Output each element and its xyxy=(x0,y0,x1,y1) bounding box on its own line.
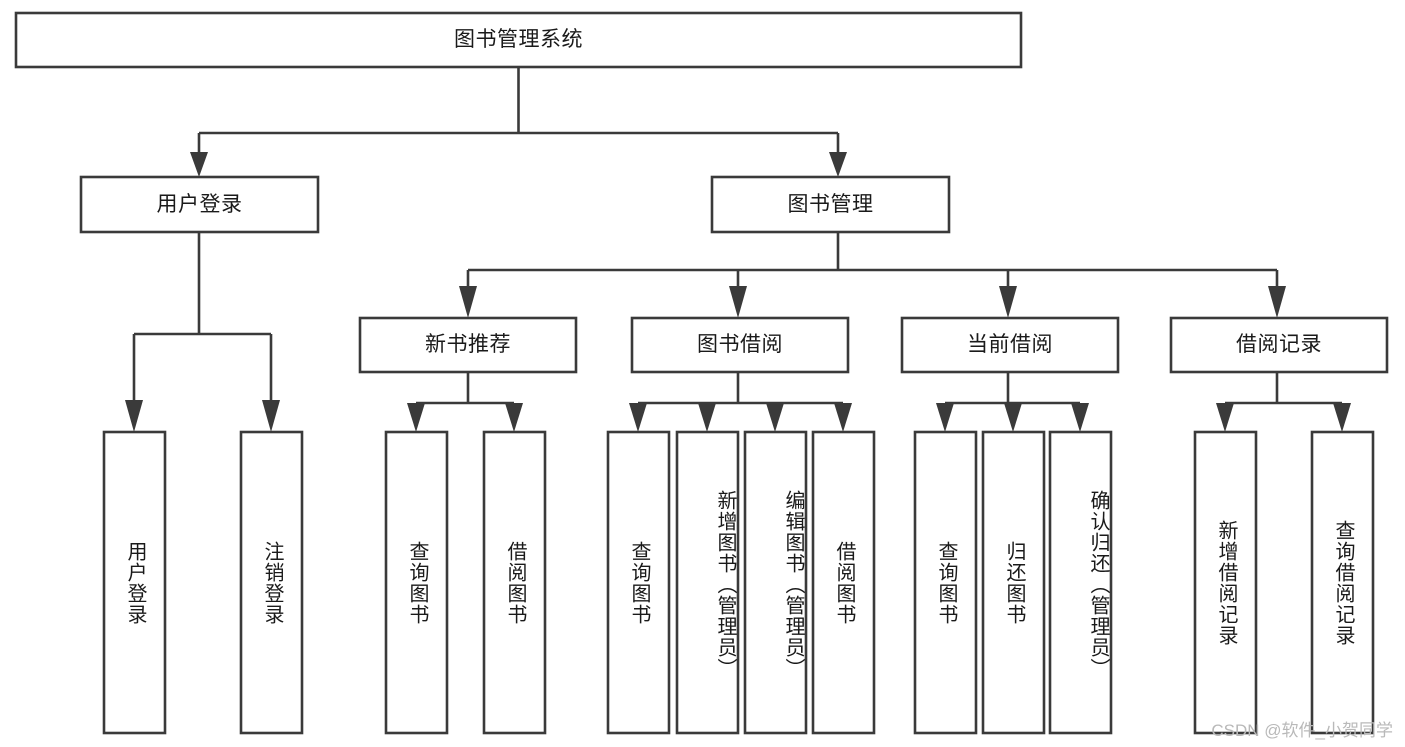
node-box-borrow-record[interactable] xyxy=(1169,316,1389,374)
node-box-leaf-query-book-3[interactable] xyxy=(913,430,978,735)
connector-layer xyxy=(125,67,1351,432)
node-box-leaf-borrow-book-2[interactable] xyxy=(811,430,876,735)
node-box-root[interactable] xyxy=(14,11,1023,69)
node-box-leaf-user-login[interactable] xyxy=(102,430,167,735)
node-box-leaf-edit-book[interactable] xyxy=(743,430,808,735)
arrow-root-to-user-login xyxy=(190,152,208,177)
arrow-user-login-leaf-1 xyxy=(125,400,143,432)
node-box-leaf-confirm-return[interactable] xyxy=(1048,430,1113,735)
arrow-current-borrow-leaf-2 xyxy=(1004,403,1022,432)
node-box-leaf-return-book[interactable] xyxy=(981,430,1046,735)
arrow-borrow-record-leaf-2 xyxy=(1333,403,1351,432)
node-box-layer xyxy=(14,11,1389,735)
arrow-current-borrow-leaf-1 xyxy=(936,403,954,432)
node-box-book-borrow[interactable] xyxy=(630,316,850,374)
arrow-book-borrow-leaf-3 xyxy=(766,403,784,432)
node-box-leaf-logout-login[interactable] xyxy=(239,430,304,735)
arrow-level2-current-borrow xyxy=(999,286,1017,318)
arrow-current-borrow-leaf-3 xyxy=(1071,403,1089,432)
arrow-book-borrow-leaf-1 xyxy=(629,403,647,432)
node-box-leaf-borrow-book-1[interactable] xyxy=(482,430,547,735)
arrow-new-book-leaf-1 xyxy=(407,403,425,432)
node-box-leaf-query-book-2[interactable] xyxy=(606,430,671,735)
node-box-user-login[interactable] xyxy=(79,175,320,234)
node-box-current-borrow[interactable] xyxy=(900,316,1120,374)
arrow-level2-new-book xyxy=(459,286,477,318)
arrow-new-book-leaf-2 xyxy=(505,403,523,432)
node-box-leaf-add-book[interactable] xyxy=(675,430,740,735)
node-box-leaf-add-record[interactable] xyxy=(1193,430,1258,735)
node-box-leaf-query-book-1[interactable] xyxy=(384,430,449,735)
arrow-root-to-book-management xyxy=(829,152,847,177)
node-box-new-book-recommend[interactable] xyxy=(358,316,578,374)
arrow-user-login-leaf-2 xyxy=(262,400,280,432)
arrow-level2-book-borrow xyxy=(729,286,747,318)
node-box-book-management[interactable] xyxy=(710,175,951,234)
arrow-level2-borrow-record xyxy=(1268,286,1286,318)
arrow-borrow-record-leaf-1 xyxy=(1216,403,1234,432)
node-box-leaf-query-record[interactable] xyxy=(1310,430,1375,735)
arrow-book-borrow-leaf-2 xyxy=(698,403,716,432)
arrow-book-borrow-leaf-4 xyxy=(834,403,852,432)
